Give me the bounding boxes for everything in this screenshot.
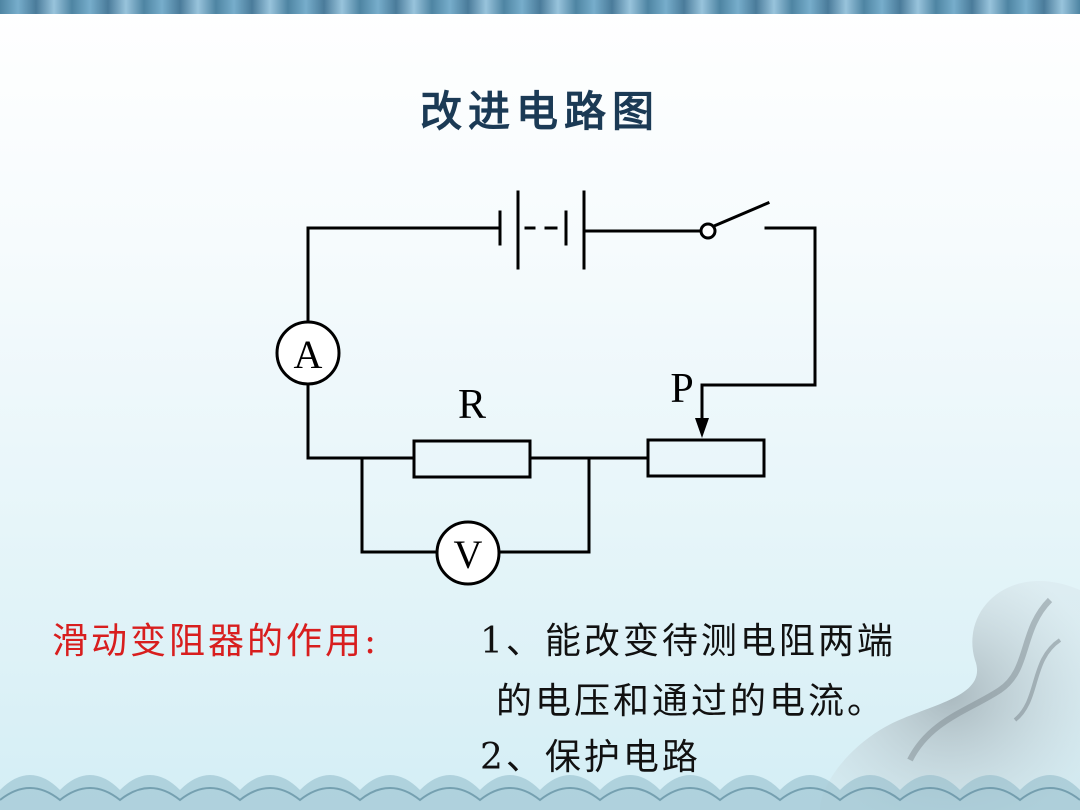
- top-decorative-band: [0, 0, 1080, 14]
- voltmeter: [435, 520, 501, 586]
- caption-item1-line2: 的电压和通过的电流。: [496, 681, 887, 722]
- caption-item1-line1: 1、能改变待测电阻两端: [480, 621, 896, 662]
- slider-arrow-icon: [695, 418, 709, 438]
- rheostat: [646, 438, 766, 478]
- ammeter-label: A: [294, 332, 323, 377]
- caption-item2: 2、保护电路: [480, 737, 701, 778]
- rheostat-label: P: [670, 366, 693, 412]
- caption-label: 滑动变阻器的作用:: [52, 621, 380, 662]
- resistor-label: R: [458, 382, 486, 428]
- switch-blade: [712, 201, 770, 228]
- ammeter: [275, 320, 341, 386]
- slide-title: 改进电路图: [419, 87, 660, 136]
- voltmeter-label: V: [454, 532, 483, 577]
- switch-pivot: [699, 222, 717, 240]
- resistor-r: [412, 439, 532, 479]
